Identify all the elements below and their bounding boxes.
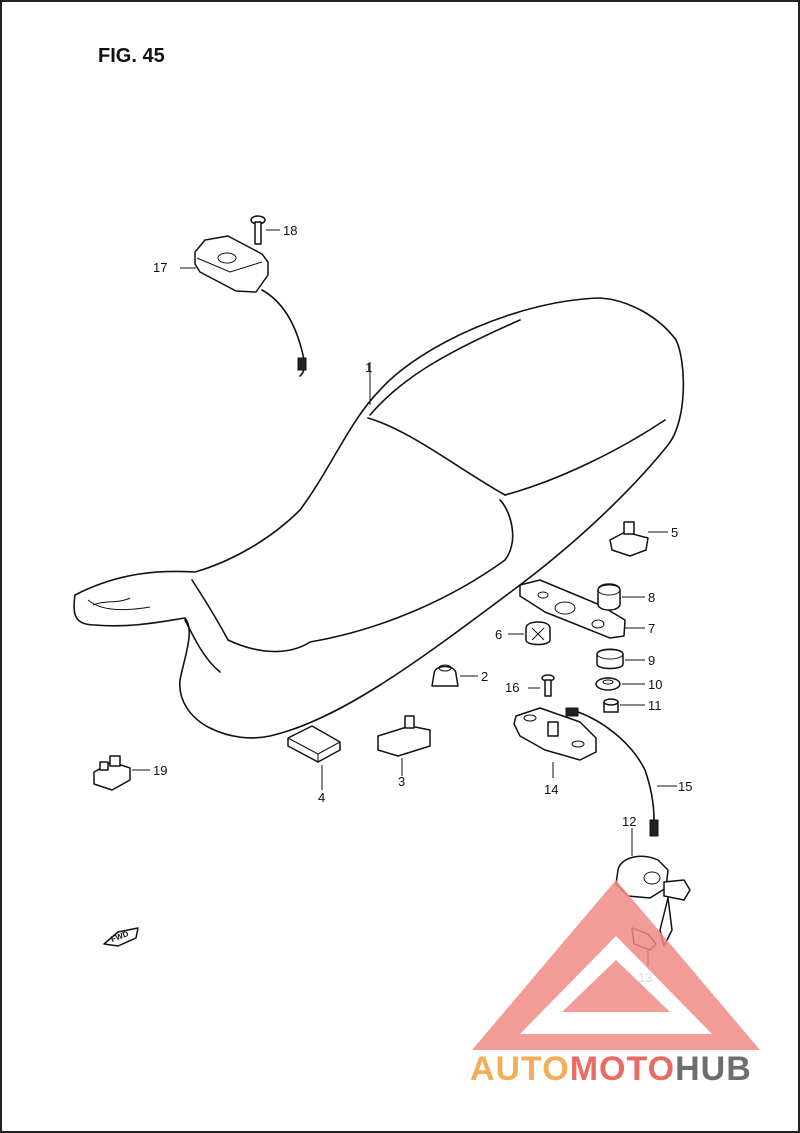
callout-7: 7 <box>648 621 655 636</box>
lock-cylinder-12 <box>615 828 691 947</box>
forward-arrow: FWD <box>103 927 139 947</box>
callout-1: 1 <box>365 360 372 375</box>
callout-5: 5 <box>671 525 678 540</box>
callout-18: 18 <box>283 223 297 238</box>
callout-17: 17 <box>153 260 167 275</box>
callout-3: 3 <box>398 774 405 789</box>
bolt-16 <box>528 674 555 697</box>
cable-15 <box>565 707 677 837</box>
pad-4 <box>287 725 341 790</box>
callout-19: 19 <box>153 763 167 778</box>
cushion-9 <box>596 648 645 670</box>
washer-10 <box>595 677 645 691</box>
callout-16: 16 <box>505 680 519 695</box>
callout-6: 6 <box>495 627 502 642</box>
lock-bracket-14 <box>513 707 597 778</box>
clip-5 <box>609 521 668 557</box>
callout-11: 11 <box>648 698 662 713</box>
pad-3 <box>377 715 431 776</box>
callout-14: 14 <box>544 782 558 797</box>
grommet-8 <box>597 583 645 611</box>
seat-assembly <box>73 297 685 739</box>
watermark-triangle-core <box>562 960 670 1012</box>
seat-lock-box <box>180 235 307 377</box>
watermark-text: AUTOMOTOHUB <box>470 1050 752 1088</box>
callout-15: 15 <box>678 779 692 794</box>
figure-title: FIG. 45 <box>98 45 165 67</box>
callout-4: 4 <box>318 790 325 805</box>
nut-11 <box>603 698 645 713</box>
callout-9: 9 <box>648 653 655 668</box>
callout-12: 12 <box>622 814 636 829</box>
screw-18 <box>250 215 280 245</box>
clip-19 <box>93 755 150 791</box>
cushion-6 <box>508 621 551 646</box>
bracket-7 <box>519 579 645 639</box>
callout-2: 2 <box>481 669 488 684</box>
callout-10: 10 <box>648 677 662 692</box>
callout-8: 8 <box>648 590 655 605</box>
automotohub-watermark: AUTOMOTOHUB <box>470 880 760 1088</box>
cushion-2 <box>431 664 478 687</box>
